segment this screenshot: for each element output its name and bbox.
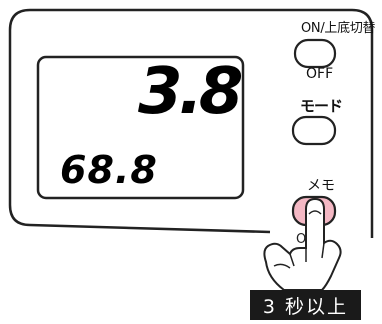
hold-duration-caption: 3 秒以上 xyxy=(250,290,361,320)
device-panel xyxy=(8,8,374,238)
mode-label: モード xyxy=(300,97,343,115)
lcd-screen xyxy=(36,55,245,200)
lcd-sub-value: 68.8 xyxy=(60,148,158,192)
mode-button xyxy=(291,115,337,146)
on-off-bottom-label: OFF xyxy=(306,66,334,82)
on-off-button xyxy=(293,38,337,69)
memo-sub-label: O xyxy=(296,232,306,247)
pressing-hand-icon xyxy=(263,197,342,291)
lcd-main-value: 3.8 xyxy=(138,55,243,129)
on-off-top-label: ON/上底切替 xyxy=(301,21,376,36)
memo-label: メモ xyxy=(307,178,335,194)
